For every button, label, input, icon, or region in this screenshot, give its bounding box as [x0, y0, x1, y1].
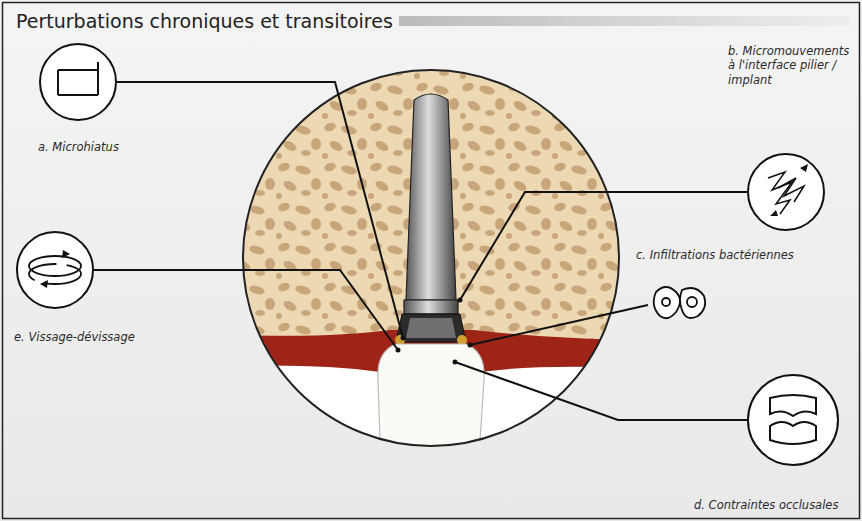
frame: [3, 3, 860, 519]
zoom-circle: [243, 70, 619, 446]
screwing-icon: [17, 232, 93, 308]
microhiatus-icon: [40, 44, 116, 120]
bacteria-icon: [654, 287, 705, 318]
callout-label: e. Vissage-dévissage: [14, 330, 135, 344]
callout-label: c. Infiltrations bactériennes: [636, 248, 794, 262]
diagram-title: Perturbations chroniques et transitoires: [16, 10, 393, 34]
callout-label: a. Microhiatus: [38, 140, 119, 154]
occlusal-icon: [748, 375, 838, 465]
implant-view: [240, 60, 630, 460]
callout-label: d. Contraintes occlusales: [694, 498, 838, 512]
micromovement-icon: [748, 154, 824, 230]
callout-label: b. Micromouvements à l'interface pilier …: [728, 44, 853, 87]
title-band: [399, 16, 850, 26]
implant-screw: [406, 94, 456, 300]
